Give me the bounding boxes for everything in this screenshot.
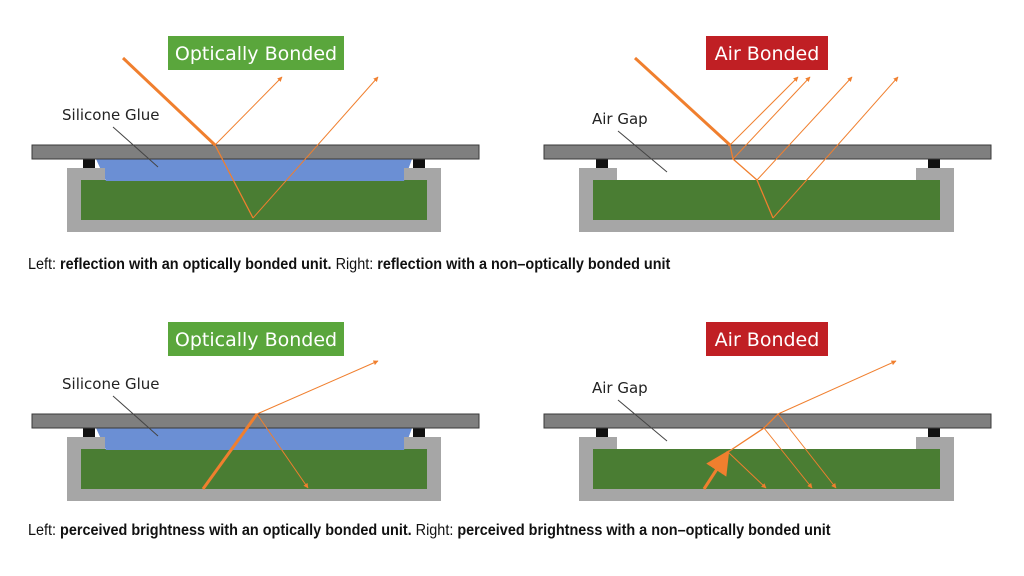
refracted-ray xyxy=(214,144,254,219)
callout-leader-line xyxy=(112,395,159,437)
callout-label: Air Gap xyxy=(592,110,648,128)
silicone-glue-layer xyxy=(96,428,412,450)
callout-leader-line xyxy=(112,126,159,168)
silicone-glue-layer xyxy=(96,159,412,181)
panel-reflection-air-bonded: Air Bonded Air Gap xyxy=(543,36,992,232)
reflected-ray xyxy=(214,76,283,146)
callout-leader-line xyxy=(617,130,668,173)
housing-frame xyxy=(579,437,954,501)
spacer xyxy=(413,427,425,437)
incident-light-ray xyxy=(121,56,217,147)
caption-left-prefix: Left: xyxy=(28,522,61,539)
reflected-ray xyxy=(729,76,799,146)
cover-glass xyxy=(543,413,992,429)
reflected-ray xyxy=(756,76,853,181)
spacer xyxy=(83,158,95,168)
badge-optically-bonded xyxy=(168,36,344,70)
reflected-ray xyxy=(252,76,379,219)
cover-glass xyxy=(543,144,992,160)
frame-ledge xyxy=(916,168,954,180)
frame-ledge xyxy=(579,168,617,180)
caption-brightness: Left: perceived brightness with an optic… xyxy=(28,522,831,540)
housing-frame xyxy=(67,168,441,232)
badge-air-bonded xyxy=(706,322,828,356)
display-panel xyxy=(81,449,427,489)
caption-right-text: perceived brightness with a non–opticall… xyxy=(457,522,831,539)
internal-reflection-ray xyxy=(256,413,309,489)
reflected-ray xyxy=(763,427,813,489)
callout-label: Air Gap xyxy=(592,379,648,397)
badge-optically-bonded xyxy=(168,322,344,356)
refracted-ray xyxy=(729,144,774,219)
callout-leader-line xyxy=(617,399,668,442)
panel-brightness-optically-bonded: Optically Bonded Silicone Glue xyxy=(31,322,480,501)
internal-reflection-ray xyxy=(777,413,837,489)
reflected-ray xyxy=(772,76,899,219)
panel-reflection-optically-bonded: Optically Bonded Silicone Glue xyxy=(31,36,480,232)
spacer xyxy=(928,158,940,168)
cover-glass xyxy=(31,144,480,160)
frame-ledge xyxy=(67,437,105,449)
display-panel xyxy=(81,180,427,220)
spacer xyxy=(413,158,425,168)
display-panel xyxy=(593,449,940,489)
transmitted-ray xyxy=(777,360,897,415)
badge-label: Air Bonded xyxy=(715,43,820,65)
emitted-light-ray xyxy=(702,449,730,490)
spacer xyxy=(596,158,608,168)
frame-ledge xyxy=(579,437,617,449)
badge-air-bonded xyxy=(706,36,828,70)
transmitted-ray xyxy=(256,360,379,415)
housing-frame xyxy=(67,437,441,501)
spacer xyxy=(596,427,608,437)
caption-right-text: reflection with a non–optically bonded u… xyxy=(377,256,671,273)
emitted-light-ray xyxy=(201,413,259,490)
incident-light-ray xyxy=(633,56,732,147)
reflected-ray xyxy=(732,76,811,160)
spacer xyxy=(83,427,95,437)
callout-label: Silicone Glue xyxy=(62,375,159,393)
caption-reflection: Left: reflection with an optically bonde… xyxy=(28,256,670,274)
callout-label: Silicone Glue xyxy=(62,106,159,124)
housing-frame xyxy=(579,168,954,232)
caption-left-text: perceived brightness with an optically b… xyxy=(60,522,412,539)
reflected-ray xyxy=(727,451,767,489)
badge-label: Air Bonded xyxy=(715,329,820,351)
frame-ledge xyxy=(67,168,105,180)
panel-brightness-air-bonded: Air Bonded Air Gap xyxy=(543,322,992,501)
badge-label: Optically Bonded xyxy=(175,329,337,351)
caption-left-prefix: Left: xyxy=(28,256,61,273)
frame-ledge xyxy=(404,168,441,180)
display-panel xyxy=(593,180,940,220)
caption-left-text: reflection with an optically bonded unit… xyxy=(60,256,332,273)
badge-label: Optically Bonded xyxy=(175,43,337,65)
frame-ledge xyxy=(404,437,441,449)
spacer xyxy=(928,427,940,437)
caption-right-prefix: Right: xyxy=(411,522,458,539)
frame-ledge xyxy=(916,437,954,449)
caption-right-prefix: Right: xyxy=(331,256,378,273)
